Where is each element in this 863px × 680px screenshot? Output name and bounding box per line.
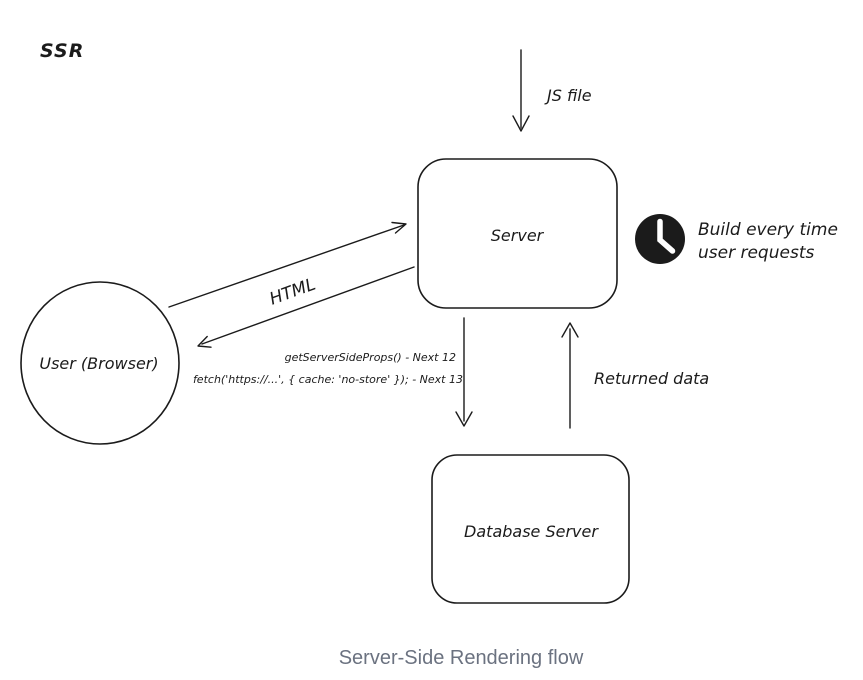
database-server-label: Database Server bbox=[464, 522, 599, 541]
clock-icon bbox=[635, 214, 685, 264]
response-arrow bbox=[197, 266, 415, 348]
database-server-node bbox=[431, 454, 630, 604]
server-db-note-line2: fetch('https://...', { cache: 'no-store'… bbox=[193, 373, 463, 386]
request-arrow bbox=[168, 221, 407, 308]
server-node bbox=[417, 158, 618, 309]
js-file-label: JS file bbox=[544, 86, 592, 105]
user-browser-label: User (Browser) bbox=[39, 354, 158, 373]
js-file-arrow bbox=[512, 49, 530, 132]
user-browser-node bbox=[20, 281, 180, 445]
clock-note-line1: Build every time bbox=[698, 220, 838, 240]
server-to-database-arrow bbox=[455, 317, 473, 427]
diagram-caption: Server-Side Rendering flow bbox=[339, 647, 584, 669]
clock-note-line2: user requests bbox=[698, 243, 814, 263]
server-label: Server bbox=[491, 226, 545, 245]
diagram-title-ssr: SSR bbox=[40, 40, 84, 62]
returned-data-label: Returned data bbox=[594, 369, 709, 388]
server-db-note-line1: getServerSideProps() - Next 12 bbox=[285, 351, 456, 364]
database-to-server-arrow bbox=[561, 322, 579, 429]
